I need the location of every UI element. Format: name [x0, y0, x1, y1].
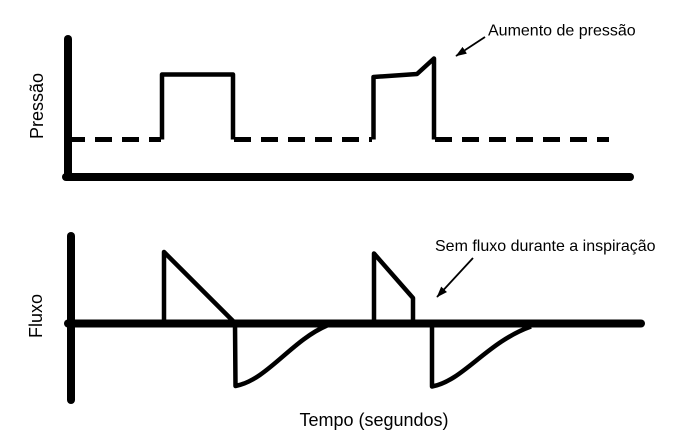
pressure-panel: Aumento de pressão Pressão — [27, 23, 636, 181]
pressure-y-axis-label: Pressão — [27, 73, 47, 139]
pressure-annotation-arrow-icon — [455, 36, 486, 57]
flow-annotation-arrow-icon — [436, 257, 474, 298]
flow-wave-2-inspiration — [371, 251, 416, 325]
x-axis-label: Tempo (segundos) — [299, 410, 448, 430]
flow-annotation-label: Sem fluxo durante a inspiração — [435, 238, 656, 255]
pressure-pulse-1 — [159, 72, 236, 140]
flow-wave-1 — [161, 249, 328, 389]
flow-y-axis-label: Fluxo — [26, 294, 46, 338]
pressure-annotation-label: Aumento de pressão — [488, 23, 636, 40]
pressure-pulse-2 — [371, 56, 437, 140]
flow-wave-2-expiration — [429, 321, 532, 389]
flow-panel: Sem fluxo durante a inspiração Fluxo — [26, 232, 656, 404]
